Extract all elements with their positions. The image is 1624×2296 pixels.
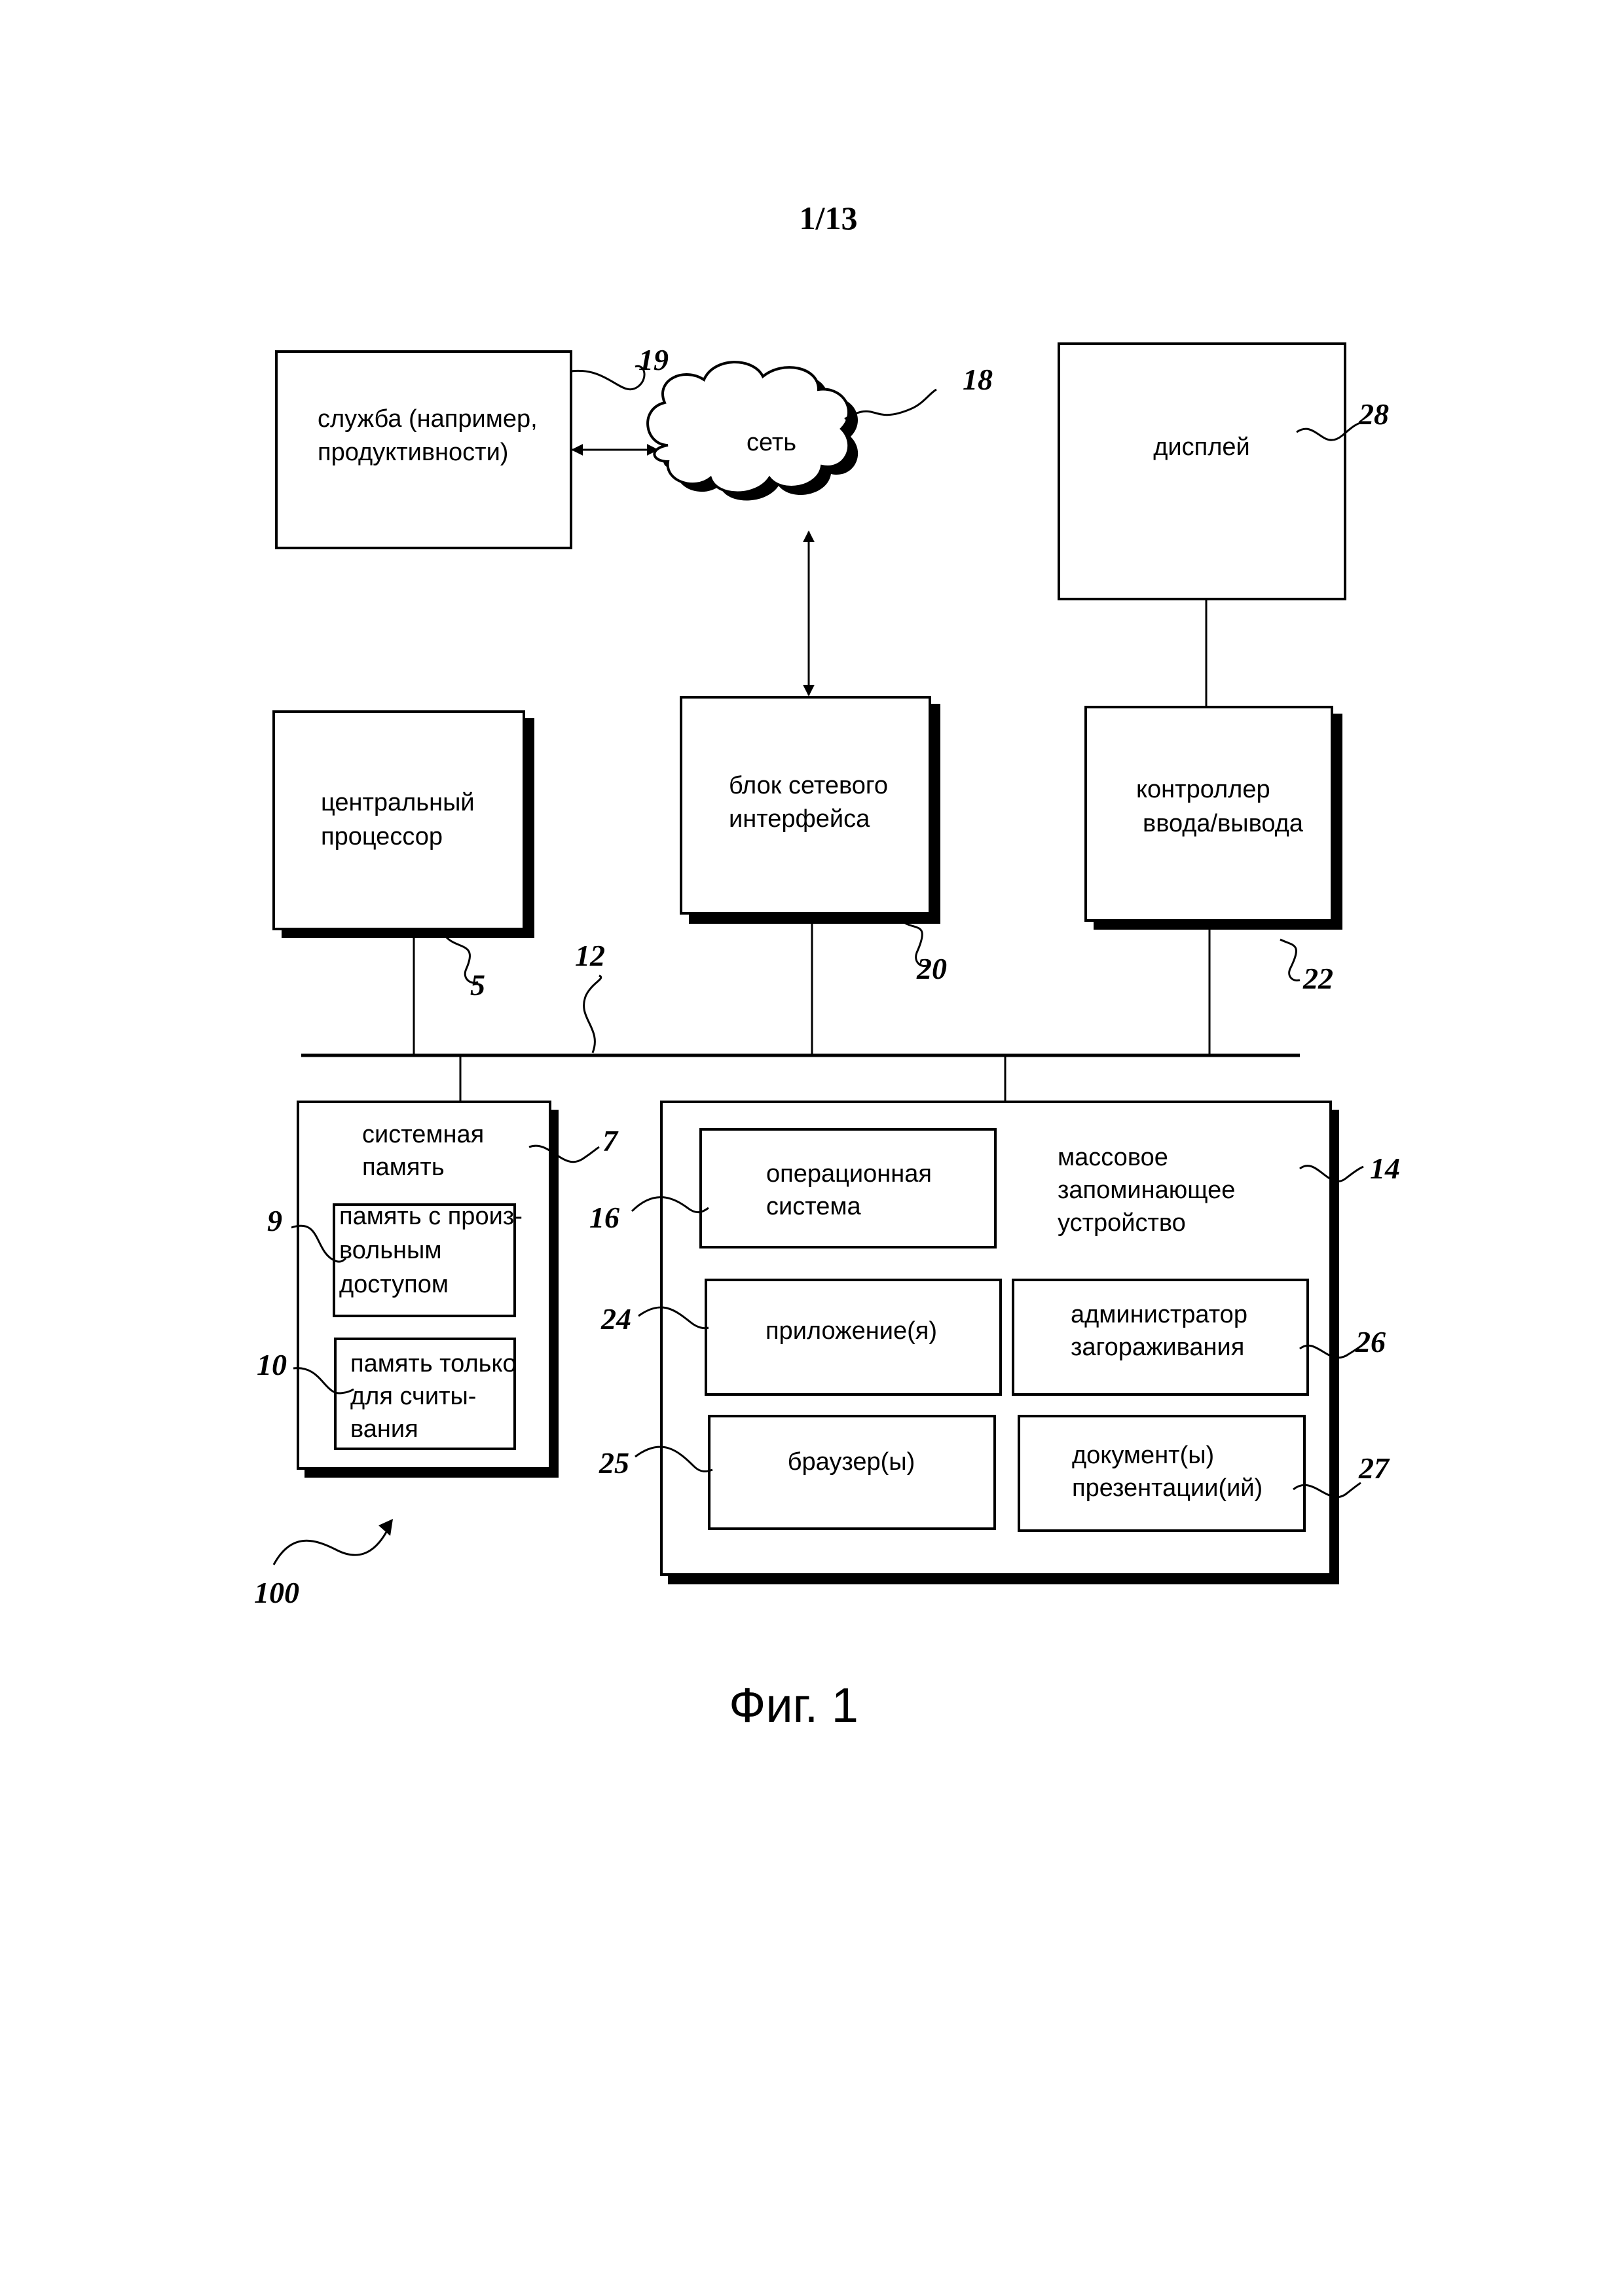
os-block: операционная система [701, 1129, 995, 1247]
display-label: дисплей [1153, 433, 1250, 461]
fencing-manager-label-line2: загораживания [1071, 1334, 1244, 1361]
mass-storage-ref: 14 [1370, 1152, 1400, 1185]
page-number: 1/13 [800, 200, 858, 236]
mass-storage-label-line1: массовое [1058, 1144, 1168, 1171]
rom-block: память только для считы- вания [335, 1339, 517, 1449]
overall-ref: 100 [254, 1576, 299, 1609]
io-controller-block: контроллер ввода/вывода [1086, 707, 1342, 930]
display-block: дисплей [1059, 344, 1345, 599]
cpu-label-line2: процессор [321, 823, 443, 850]
browsers-block: браузер(ы) [709, 1416, 995, 1529]
service-label-line1: служба (например, [318, 405, 538, 433]
os-label-line2: система [766, 1193, 861, 1220]
network-ref: 18 [963, 363, 993, 396]
mass-storage-label-line3: устройство [1058, 1209, 1186, 1237]
rom-ref: 10 [257, 1348, 287, 1381]
applications-ref: 24 [600, 1302, 631, 1336]
system-memory-label-line2: память [362, 1154, 445, 1181]
display-ref: 28 [1358, 397, 1389, 431]
network-label: сеть [747, 429, 796, 456]
service-block: служба (например, продуктивности) [276, 352, 571, 548]
system-memory-ref: 7 [602, 1124, 619, 1157]
presentations-label-line1: документ(ы) [1072, 1442, 1214, 1469]
bus-ref: 12 [575, 939, 605, 972]
presentations-block: документ(ы) презентации(ий) [1019, 1416, 1304, 1531]
io-controller-leader [1280, 939, 1300, 981]
bus-leader [584, 975, 601, 1053]
fencing-manager-block: администратор загораживания [1013, 1280, 1308, 1394]
cpu-block: центральный процессор [274, 712, 534, 938]
network-leader [845, 390, 936, 419]
rom-label-line1: память только [350, 1350, 517, 1377]
service-leader [571, 366, 644, 389]
browsers-label: браузер(ы) [788, 1448, 915, 1476]
figure-caption: Фиг. 1 [729, 1678, 858, 1732]
ram-label-line1: память с произ- [339, 1203, 523, 1230]
overall-leader [274, 1532, 386, 1565]
service-ref: 19 [638, 343, 669, 376]
nic-ref: 20 [916, 952, 947, 985]
rom-label-line3: вания [350, 1415, 418, 1443]
os-label-line1: операционная [766, 1160, 932, 1188]
applications-label: приложение(я) [766, 1317, 937, 1345]
applications-block: приложение(я) [706, 1280, 1001, 1394]
ram-block: память с произ- вольным доступом [334, 1203, 523, 1316]
ram-label-line2: вольным [339, 1237, 441, 1264]
io-controller-label-line1: контроллер [1136, 776, 1270, 803]
network-cloud: сеть [648, 362, 858, 500]
browsers-ref: 25 [599, 1446, 629, 1480]
io-controller-label-line2: ввода/вывода [1143, 810, 1304, 837]
nic-label-line2: интерфейса [729, 805, 870, 833]
ram-ref: 9 [267, 1204, 282, 1237]
nic-label-line1: блок сетевого [729, 772, 888, 799]
ram-label-line3: доступом [339, 1271, 449, 1298]
os-ref: 16 [589, 1201, 619, 1234]
mass-storage-label-line2: запоминающее [1058, 1176, 1235, 1204]
nic-block: блок сетевого интерфейса [681, 697, 940, 924]
service-label-line2: продуктивности) [318, 439, 508, 466]
io-controller-ref: 22 [1302, 962, 1333, 995]
system-memory-label-line1: системная [362, 1121, 484, 1148]
presentations-label-line2: презентации(ий) [1072, 1474, 1263, 1502]
cpu-label-line1: центральный [321, 789, 475, 816]
fencing-manager-ref: 26 [1355, 1325, 1386, 1358]
rom-label-line2: для считы- [350, 1383, 476, 1410]
fencing-manager-label-line1: администратор [1071, 1301, 1247, 1328]
presentations-ref: 27 [1358, 1451, 1390, 1485]
cpu-ref: 5 [470, 968, 485, 1002]
